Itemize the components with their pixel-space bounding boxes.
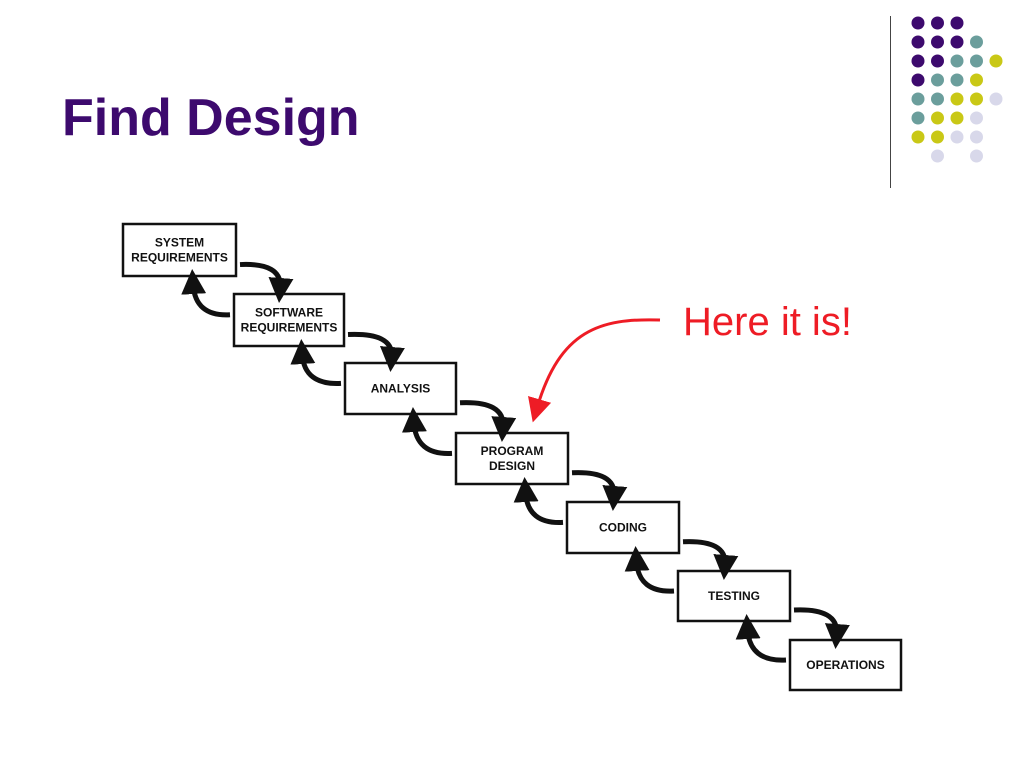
forward-arrow [571, 470, 628, 511]
feedback-arrow [181, 269, 231, 318]
dot-yellow [950, 111, 964, 125]
forward-arrow [793, 607, 850, 649]
dot-lavender [931, 149, 944, 163]
dot-lavender [970, 111, 983, 125]
dot-yellow [989, 54, 1003, 68]
dot-purple [931, 54, 944, 68]
dot-yellow [931, 111, 944, 125]
callout-text: Here it is! [683, 300, 852, 344]
stage-label: TESTING [708, 589, 760, 603]
title-divider-line [890, 16, 891, 188]
forward-arrow [347, 331, 405, 372]
dot-purple [911, 16, 925, 30]
dot-yellow [970, 92, 983, 106]
dot-yellow [970, 73, 983, 87]
forward-arrow [239, 261, 294, 303]
feedback-arrow [290, 339, 342, 386]
dot-teal [950, 54, 964, 68]
dot-lavender [970, 149, 983, 163]
dot-purple [931, 35, 944, 49]
feedback-arrow [401, 407, 453, 456]
dot-lavender [989, 92, 1003, 106]
dot-yellow [950, 92, 964, 106]
dot-purple [950, 16, 964, 30]
decorative-dot-grid [911, 16, 1003, 163]
stage-label: OPERATIONS [806, 658, 884, 672]
stage-box: ANALYSIS [343, 361, 458, 416]
dot-purple [931, 16, 944, 30]
feedback-arrow [513, 477, 564, 525]
dot-purple [911, 54, 925, 68]
dot-teal [950, 73, 964, 87]
feedback-arrow [624, 546, 675, 594]
stage-label: REQUIREMENTS [241, 321, 338, 335]
dot-yellow [911, 130, 925, 144]
feedback-arrow [735, 614, 787, 663]
dot-yellow [931, 130, 944, 144]
slide-title: Find Design [62, 89, 360, 147]
dot-teal [931, 73, 944, 87]
dot-lavender [970, 130, 983, 144]
dot-purple [911, 73, 925, 87]
dot-teal [931, 92, 944, 106]
forward-arrow [682, 539, 739, 580]
callout-arrow [528, 318, 661, 423]
dot-teal [911, 92, 925, 106]
stage-label: REQUIREMENTS [131, 251, 228, 265]
dot-purple [950, 35, 964, 49]
stage-box: CODING [565, 500, 681, 555]
dot-teal [911, 111, 925, 125]
dot-purple [911, 35, 925, 49]
stage-label: SYSTEM [155, 236, 204, 250]
stage-label: CODING [599, 521, 647, 535]
stage-label: PROGRAM [481, 444, 544, 458]
stage-label: SOFTWARE [255, 306, 323, 320]
stage-box: TESTING [676, 569, 792, 623]
dot-lavender [950, 130, 964, 144]
dot-teal [970, 54, 983, 68]
stage-label: ANALYSIS [371, 382, 431, 396]
dot-teal [970, 35, 983, 49]
stage-box: OPERATIONS [788, 638, 903, 692]
forward-arrow [459, 400, 517, 442]
stage-label: DESIGN [489, 459, 535, 473]
